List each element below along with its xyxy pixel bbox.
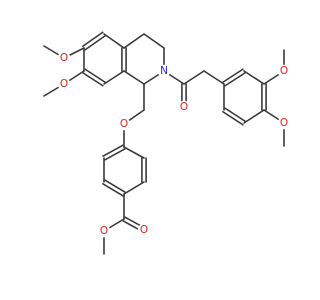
double-bond-line — [224, 107, 246, 123]
double-bond-line — [84, 68, 106, 84]
double-bond-line — [104, 148, 126, 161]
atom-label: O — [120, 118, 128, 130]
double-bond-line — [222, 68, 244, 84]
double-bond-line — [224, 71, 246, 87]
single-bond — [123, 181, 145, 195]
atom-label-background — [57, 77, 71, 91]
single-bond — [183, 70, 205, 85]
double-bond-line — [81, 31, 104, 48]
atom-n2: N — [157, 64, 171, 78]
atom-o_ome6: O — [57, 51, 71, 65]
atom-o_ester_s: O — [97, 224, 111, 238]
atom-label-background — [137, 223, 151, 237]
atom-o_ome7: O — [57, 77, 71, 91]
atom-o_ether: O — [117, 117, 131, 131]
atom-label-background — [157, 64, 171, 78]
atom-label-background — [277, 116, 291, 130]
structural-formula-canvas: O O N O O O O O O — [43, 31, 291, 255]
single-bond — [123, 33, 145, 49]
atom-label-layer: O O N O O O O O O — [57, 51, 291, 238]
double-bond-line — [82, 71, 104, 87]
single-bond — [123, 146, 145, 159]
atom-label: N — [160, 65, 168, 77]
atom-label-background — [177, 100, 191, 114]
atom-label: O — [280, 117, 288, 129]
single-bond — [243, 70, 265, 85]
atom-label-background — [277, 64, 291, 78]
atom-o_ester_db: O — [137, 223, 151, 237]
atom-label-background — [97, 224, 111, 238]
atom-label-background — [57, 51, 71, 65]
atom-label: O — [140, 224, 148, 236]
single-bond — [103, 33, 125, 49]
atom-label: O — [280, 65, 288, 77]
single-bond — [123, 70, 145, 85]
atom-o_ome3p: O — [277, 116, 291, 130]
atom-label: O — [100, 225, 108, 237]
double-bond-line — [104, 179, 126, 193]
atom-label-background — [117, 117, 131, 131]
atom-o_keto: O — [177, 100, 191, 114]
single-bond — [243, 109, 265, 124]
double-bond-line — [102, 144, 124, 157]
atom-label: O — [60, 52, 68, 64]
double-bond-line — [102, 183, 124, 197]
double-bond-line — [222, 110, 244, 126]
single-bond — [203, 70, 225, 85]
single-bond — [103, 70, 125, 85]
atom-label: O — [180, 101, 188, 113]
single-bond — [143, 33, 165, 49]
atom-o_ome4p: O — [277, 64, 291, 78]
double-bond-line — [84, 34, 107, 51]
atom-label: O — [60, 78, 68, 90]
